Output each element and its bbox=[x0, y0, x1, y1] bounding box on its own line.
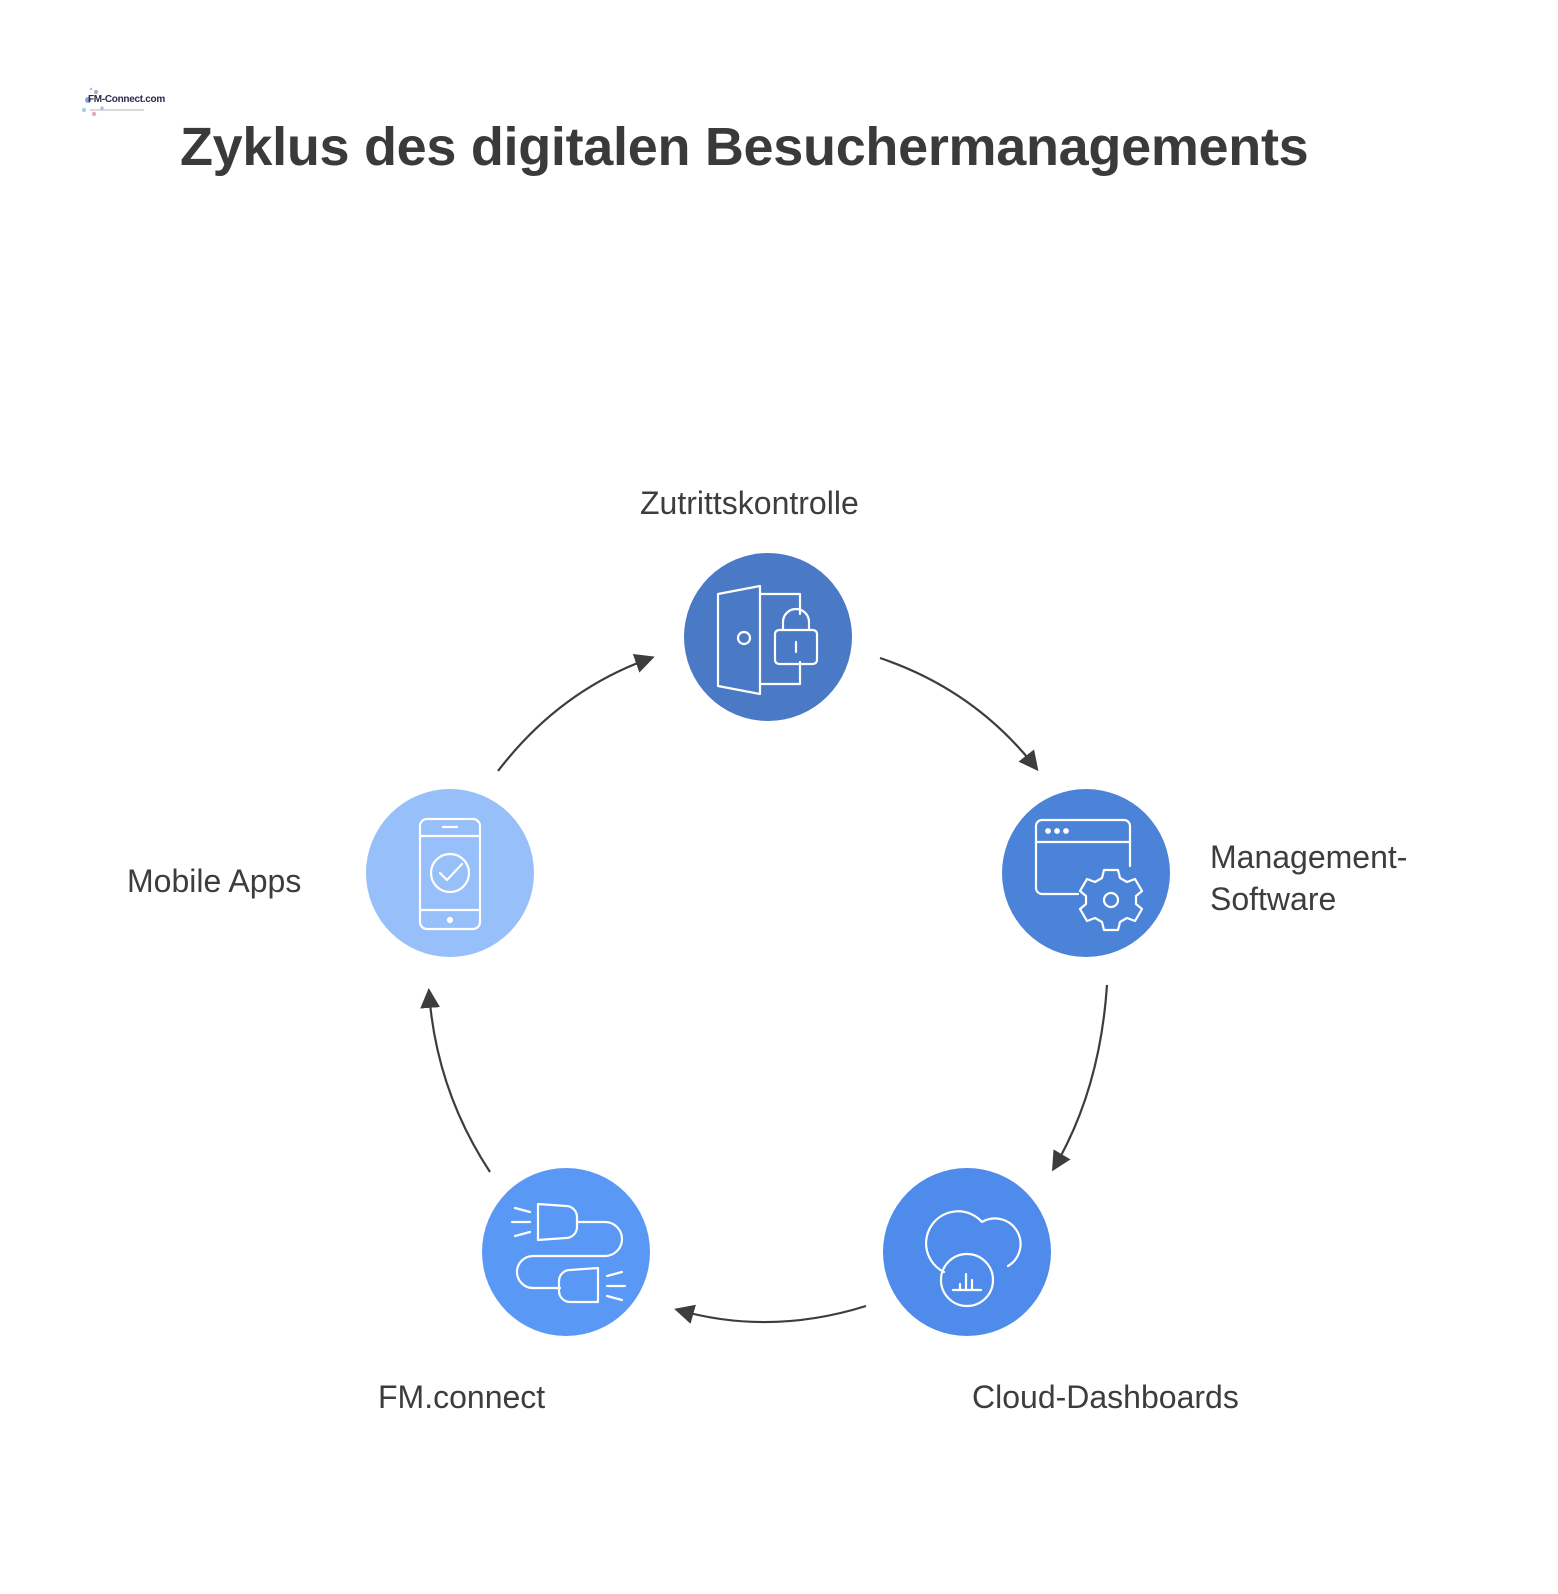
door-lock-icon bbox=[716, 584, 819, 696]
node-cloud-dashboards bbox=[883, 1168, 1051, 1336]
window-gear-icon bbox=[1034, 818, 1144, 932]
node-fm-connect bbox=[482, 1168, 650, 1336]
node-zutrittskontrolle bbox=[684, 553, 852, 721]
arrow-zutritt-to-mgmt bbox=[879, 656, 1039, 772]
arrow-fm-to-mobile bbox=[420, 988, 491, 1173]
node-management-software bbox=[1002, 789, 1170, 957]
label-management-line2: Software bbox=[1210, 881, 1337, 917]
label-mobile-apps: Mobile Apps bbox=[127, 863, 302, 899]
node-mobile-apps bbox=[366, 789, 534, 957]
logo-text: FM-Connect.com bbox=[88, 94, 165, 105]
plug-connect-icon bbox=[510, 1202, 627, 1304]
arrow-mgmt-to-cloud bbox=[1051, 984, 1109, 1172]
label-management-software: Management- Software bbox=[1210, 836, 1407, 920]
arrow-mobile-to-zutritt bbox=[497, 653, 655, 772]
page-title: Zyklus des digitalen Besuchermanagements bbox=[180, 117, 1309, 177]
label-fm-connect: FM.connect bbox=[378, 1379, 546, 1415]
fm-connect-logo bbox=[82, 87, 144, 117]
label-cloud-dashboards: Cloud-Dashboards bbox=[972, 1379, 1239, 1415]
label-management-line1: Management- bbox=[1210, 839, 1408, 875]
arrow-cloud-to-fm bbox=[674, 1304, 867, 1324]
cloud-chart-icon bbox=[925, 1210, 1022, 1308]
phone-check-icon bbox=[418, 817, 482, 931]
label-zutrittskontrolle: Zutrittskontrolle bbox=[640, 485, 859, 521]
